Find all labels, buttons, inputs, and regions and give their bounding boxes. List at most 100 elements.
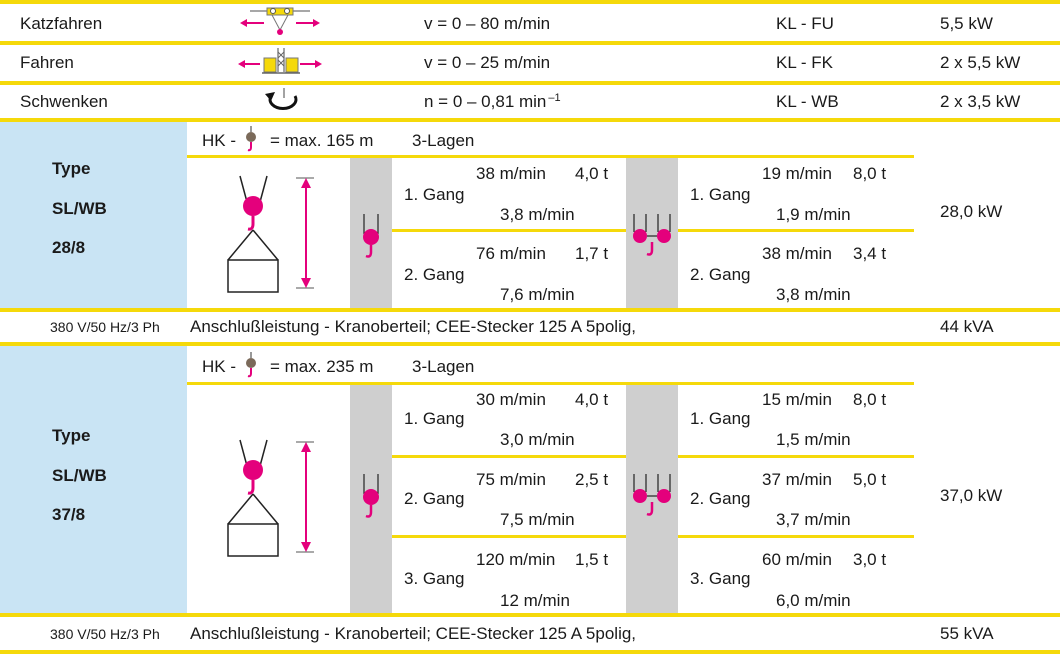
single-load: 2,5 t bbox=[575, 470, 609, 489]
motion-power: 2 x 3,5 kW bbox=[940, 92, 1021, 111]
single-gear: 2. Gang bbox=[404, 489, 465, 508]
single-bottom: 3,8 m/min bbox=[500, 205, 575, 224]
crane-travel-icon bbox=[238, 48, 322, 74]
single-gear: 3. Gang bbox=[404, 569, 465, 588]
rope-layers: 3-Lagen bbox=[412, 357, 475, 376]
double-load: 3,4 t bbox=[853, 244, 887, 263]
rule-bottom bbox=[0, 650, 1060, 654]
single-top: 38 m/min bbox=[476, 164, 546, 183]
single-bottom: 3,0 m/min bbox=[500, 430, 575, 449]
type-line: Type bbox=[52, 159, 91, 178]
rule bbox=[392, 229, 626, 232]
hoist-diagram bbox=[227, 439, 314, 557]
single-gear: 1. Gang bbox=[404, 409, 465, 428]
type-line: Type bbox=[52, 426, 91, 445]
double-top: 15 m/min bbox=[762, 390, 832, 409]
rule bbox=[0, 613, 1060, 617]
double-top: 38 m/min bbox=[762, 244, 832, 263]
double-top: 19 m/min bbox=[762, 164, 832, 183]
double-load: 8,0 t bbox=[853, 164, 887, 183]
double-bottom: 1,9 m/min bbox=[776, 205, 851, 224]
rule bbox=[187, 382, 914, 385]
single-load: 1,7 t bbox=[575, 244, 609, 263]
hoist-diagram bbox=[227, 175, 314, 293]
single-gear: 2. Gang bbox=[404, 265, 465, 284]
hook-path-value: = max. 165 m bbox=[270, 131, 374, 150]
hoist-power: 28,0 kW bbox=[940, 202, 1003, 221]
motion-speed: n = 0 – 0,81 min–1 bbox=[424, 92, 561, 111]
rule bbox=[0, 308, 1060, 312]
double-load: 5,0 t bbox=[853, 470, 887, 489]
motion-code: KL - FK bbox=[776, 53, 833, 72]
single-load: 1,5 t bbox=[575, 550, 609, 569]
double-bottom: 6,0 m/min bbox=[776, 591, 851, 610]
double-top: 37 m/min bbox=[762, 470, 832, 489]
double-gear: 1. Gang bbox=[690, 185, 751, 204]
hook-path-prefix: HK - bbox=[202, 131, 236, 150]
trolley-travel-icon bbox=[240, 7, 320, 35]
rule bbox=[187, 155, 914, 158]
single-bottom: 7,5 m/min bbox=[500, 510, 575, 529]
rope-layers: 3-Lagen bbox=[412, 131, 475, 150]
double-gear: 2. Gang bbox=[690, 489, 751, 508]
rule bbox=[678, 229, 914, 232]
rule bbox=[0, 41, 1060, 45]
single-bottom: 12 m/min bbox=[500, 591, 570, 610]
double-load: 8,0 t bbox=[853, 390, 887, 409]
single-bottom: 7,6 m/min bbox=[500, 285, 575, 304]
motion-speed: v = 0 – 80 m/min bbox=[424, 14, 551, 33]
single-hook-icon bbox=[363, 474, 379, 518]
rule bbox=[0, 118, 1060, 122]
slewing-icon bbox=[265, 88, 298, 110]
motion-name: Schwenken bbox=[20, 92, 108, 111]
double-hook-icon bbox=[633, 214, 671, 256]
motion-code: KL - FU bbox=[776, 14, 834, 33]
single-top: 75 m/min bbox=[476, 470, 546, 489]
motion-speed-exponent: –1 bbox=[548, 92, 561, 104]
supply-text: Anschlußleistung - Kranoberteil; CEE-Ste… bbox=[190, 624, 637, 643]
double-gear: 1. Gang bbox=[690, 409, 751, 428]
type-cell bbox=[0, 122, 187, 308]
supply-text: Anschlußleistung - Kranoberteil; CEE-Ste… bbox=[190, 317, 637, 336]
single-load: 4,0 t bbox=[575, 390, 609, 409]
double-bottom: 3,8 m/min bbox=[776, 285, 851, 304]
double-hook-icon bbox=[633, 474, 671, 516]
rule bbox=[678, 455, 914, 458]
type-line: SL/WB bbox=[52, 199, 107, 218]
double-gear: 3. Gang bbox=[690, 569, 751, 588]
double-bottom: 1,5 m/min bbox=[776, 430, 851, 449]
rule-top bbox=[0, 0, 1060, 4]
rule bbox=[0, 81, 1060, 85]
rule bbox=[678, 535, 914, 538]
single-load: 4,0 t bbox=[575, 164, 609, 183]
supply-label: 380 V/50 Hz/3 Ph bbox=[50, 626, 160, 642]
double-top: 60 m/min bbox=[762, 550, 832, 569]
single-hook-icon bbox=[363, 214, 379, 258]
supply-label: 380 V/50 Hz/3 Ph bbox=[50, 319, 160, 335]
single-top: 76 m/min bbox=[476, 244, 546, 263]
supply-value: 55 kVA bbox=[940, 624, 994, 643]
motion-name: Fahren bbox=[20, 53, 74, 72]
double-load: 3,0 t bbox=[853, 550, 887, 569]
supply-value: 44 kVA bbox=[940, 317, 994, 336]
hook-path-prefix: HK - bbox=[202, 357, 236, 376]
double-gear: 2. Gang bbox=[690, 265, 751, 284]
double-bottom: 3,7 m/min bbox=[776, 510, 851, 529]
motion-power: 2 x 5,5 kW bbox=[940, 53, 1021, 72]
hook-icon bbox=[246, 352, 256, 378]
single-gear: 1. Gang bbox=[404, 185, 465, 204]
hoist-power: 37,0 kW bbox=[940, 486, 1003, 505]
motion-power: 5,5 kW bbox=[940, 14, 993, 33]
rule bbox=[392, 455, 626, 458]
type-line: 28/8 bbox=[52, 238, 86, 257]
motion-code: KL - WB bbox=[776, 92, 839, 111]
hook-path-value: = max. 235 m bbox=[270, 357, 374, 376]
rule bbox=[392, 535, 626, 538]
hook-icon bbox=[246, 126, 256, 152]
motion-speed-value: n = 0 – 0,81 min bbox=[424, 92, 547, 111]
single-top: 30 m/min bbox=[476, 390, 546, 409]
rule bbox=[0, 342, 1060, 346]
motion-speed: v = 0 – 25 m/min bbox=[424, 53, 551, 72]
motion-name: Katzfahren bbox=[20, 14, 103, 33]
type-line: 37/8 bbox=[52, 505, 86, 524]
